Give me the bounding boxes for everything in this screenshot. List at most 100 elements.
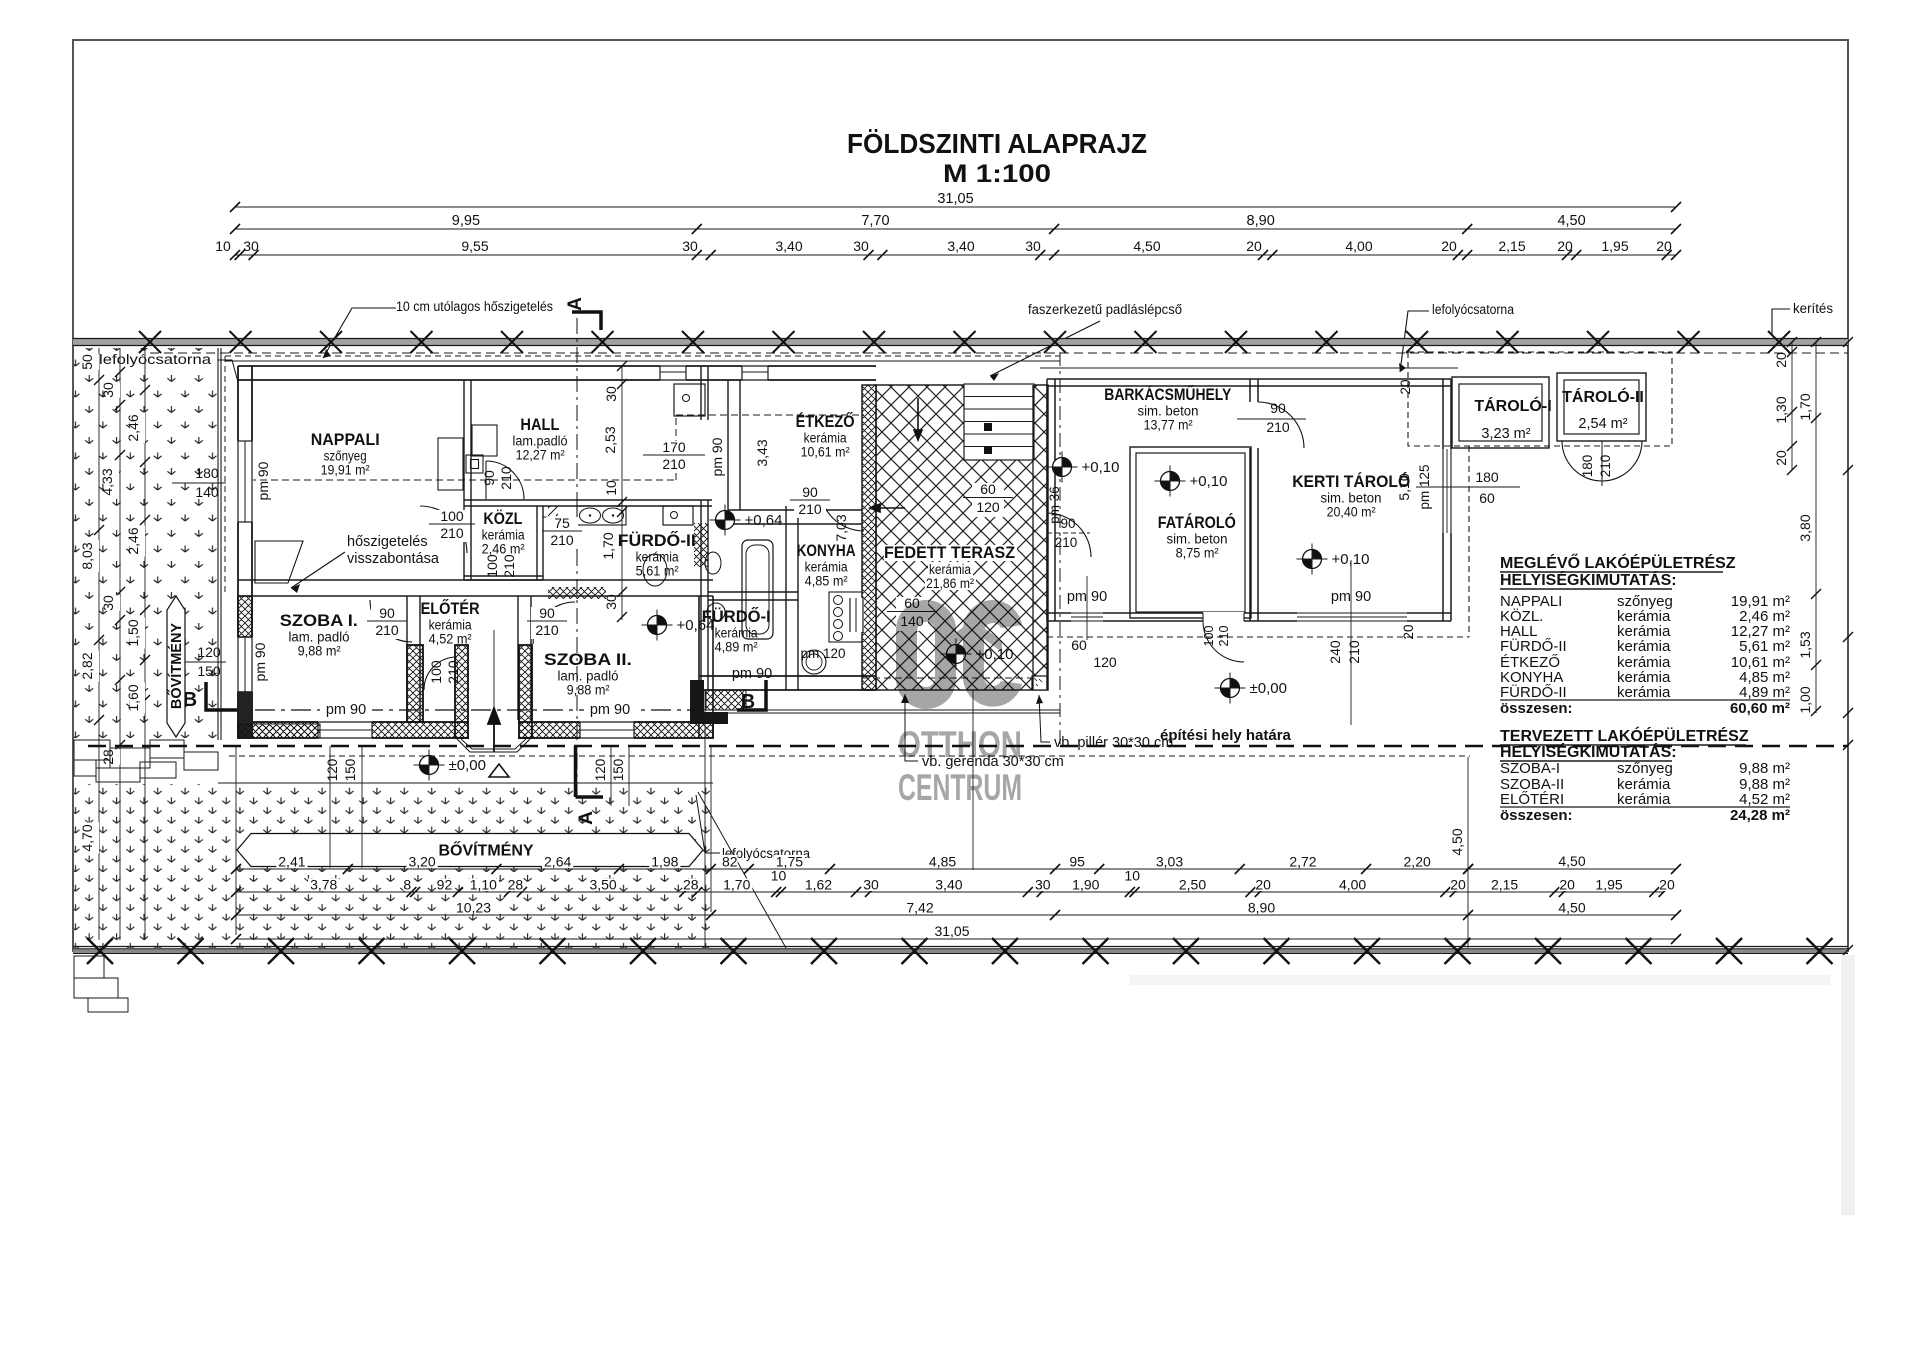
svg-text:20: 20 [1773, 450, 1789, 466]
svg-text:1,00: 1,00 [1797, 686, 1813, 713]
svg-text:ÉTKEZŐ: ÉTKEZŐ [1500, 654, 1560, 671]
svg-text:SZOBA-I: SZOBA-I [1500, 760, 1560, 777]
svg-text:BŐVÍTMÉNY: BŐVÍTMÉNY [167, 623, 185, 710]
svg-text:10,61 m²: 10,61 m² [801, 445, 850, 460]
svg-text:sim. beton: sim. beton [1167, 532, 1228, 547]
svg-text:3,03: 3,03 [1156, 854, 1183, 870]
svg-text:60: 60 [980, 481, 996, 497]
svg-text:20: 20 [1401, 624, 1416, 639]
svg-text:30: 30 [1025, 238, 1041, 254]
svg-text:100: 100 [484, 554, 500, 578]
svg-text:2,46: 2,46 [125, 414, 141, 441]
svg-text:60: 60 [1071, 637, 1087, 653]
svg-text:21,86 m²: 21,86 m² [926, 576, 974, 591]
svg-text:4,50: 4,50 [1133, 238, 1160, 254]
svg-text:FÜRDŐ-II: FÜRDŐ-II [1500, 637, 1567, 655]
svg-text:vb. pillér 30*30 cm: vb. pillér 30*30 cm [1054, 735, 1173, 751]
svg-text:7,70: 7,70 [861, 213, 889, 229]
svg-text:FÖLDSZINTI ALAPRAJZ: FÖLDSZINTI ALAPRAJZ [847, 128, 1147, 159]
svg-text:A: A [576, 811, 597, 825]
svg-text:120: 120 [1093, 654, 1117, 670]
svg-text:4,33: 4,33 [99, 468, 115, 495]
svg-text:8,90: 8,90 [1248, 900, 1275, 916]
svg-text:31,05: 31,05 [937, 191, 973, 207]
svg-text:FÜRDŐ-I: FÜRDŐ-I [702, 607, 771, 626]
svg-text:30: 30 [100, 595, 116, 611]
svg-text:10 cm utólagos hőszigetelés: 10 cm utólagos hőszigetelés [396, 299, 553, 314]
svg-text:pm 90: pm 90 [326, 702, 366, 718]
svg-text:HALL: HALL [1500, 623, 1538, 640]
svg-text:3,43: 3,43 [754, 439, 770, 466]
svg-text:120: 120 [325, 759, 340, 782]
svg-text:28: 28 [508, 877, 524, 893]
svg-text:30: 30 [682, 238, 698, 254]
svg-text:ELŐTÉR: ELŐTÉR [421, 599, 480, 618]
svg-text:4,85: 4,85 [929, 854, 956, 870]
svg-text:2,46: 2,46 [125, 527, 141, 554]
svg-text:KONYHA: KONYHA [797, 541, 856, 560]
svg-text:20: 20 [1659, 877, 1675, 893]
svg-text:pm 90: pm 90 [709, 437, 725, 476]
svg-text:12,27 m²: 12,27 m² [516, 448, 565, 463]
svg-text:SZOBA II.: SZOBA II. [544, 650, 632, 669]
svg-text:5,61 m²: 5,61 m² [636, 564, 679, 579]
svg-text:pm 125: pm 125 [1417, 464, 1432, 509]
svg-text:210: 210 [501, 554, 517, 578]
svg-text:30: 30 [853, 238, 869, 254]
svg-text:kerámia: kerámia [1617, 654, 1671, 671]
svg-text:+0,10: +0,10 [976, 646, 1014, 663]
svg-text:60: 60 [1479, 490, 1495, 506]
svg-text:210: 210 [1266, 419, 1290, 435]
svg-text:2,64: 2,64 [544, 854, 571, 870]
svg-text:9,88 m²: 9,88 m² [567, 683, 610, 698]
svg-text:+0,10: +0,10 [1190, 473, 1228, 490]
svg-text:210: 210 [535, 622, 559, 638]
svg-text:90: 90 [802, 484, 818, 500]
svg-text:31,05: 31,05 [934, 923, 969, 939]
svg-text:20: 20 [1773, 352, 1789, 368]
svg-text:4,50: 4,50 [1558, 853, 1585, 869]
svg-text:4,85 m²: 4,85 m² [805, 574, 848, 589]
svg-text:kerámia: kerámia [1617, 623, 1671, 640]
svg-text:28: 28 [683, 877, 699, 893]
svg-text:20: 20 [1557, 238, 1573, 254]
svg-text:20: 20 [1441, 238, 1457, 254]
svg-text:5,61 m²: 5,61 m² [1739, 638, 1790, 655]
svg-text:19,91 m²: 19,91 m² [1731, 593, 1790, 610]
svg-text:±0,00: ±0,00 [449, 757, 486, 774]
svg-text:1,95: 1,95 [1595, 877, 1622, 893]
svg-text:30: 30 [863, 877, 879, 893]
svg-text:KERTI TÁROLÓ: KERTI TÁROLÓ [1292, 472, 1410, 491]
svg-text:kerámia: kerámia [805, 560, 848, 575]
svg-text:1,62: 1,62 [805, 877, 832, 893]
svg-text:lefolyócsatorna: lefolyócsatorna [99, 352, 212, 367]
svg-text:10: 10 [1124, 868, 1140, 884]
svg-text:sim. beton: sim. beton [1138, 404, 1199, 419]
svg-text:30: 30 [1035, 877, 1051, 893]
svg-text:20: 20 [1656, 238, 1672, 254]
svg-text:19,91 m²: 19,91 m² [321, 463, 370, 478]
svg-text:180: 180 [195, 465, 219, 481]
svg-text:kerítés: kerítés [1793, 301, 1833, 316]
svg-text:2,15: 2,15 [1491, 877, 1518, 893]
svg-text:10,61 m²: 10,61 m² [1731, 654, 1790, 671]
svg-text:SZOBA-II: SZOBA-II [1500, 776, 1564, 793]
svg-text:210: 210 [1217, 626, 1231, 647]
svg-text:210: 210 [1346, 640, 1362, 664]
svg-text:1,98: 1,98 [651, 854, 678, 870]
svg-text:faszerkezetű padláslépcső: faszerkezetű padláslépcső [1028, 302, 1182, 317]
svg-text:HALL: HALL [520, 415, 559, 434]
svg-text:3,23 m²: 3,23 m² [1481, 426, 1530, 442]
svg-text:CENTRUM: CENTRUM [898, 767, 1022, 808]
svg-text:100: 100 [428, 660, 444, 684]
svg-text:8: 8 [403, 877, 411, 893]
svg-text:3,20: 3,20 [408, 854, 435, 870]
svg-text:visszabontása: visszabontása [347, 551, 440, 567]
svg-text:pm 36: pm 36 [1047, 486, 1062, 524]
svg-text:210: 210 [798, 501, 822, 517]
svg-text:pm 90: pm 90 [255, 461, 271, 500]
svg-text:kerámia: kerámia [1617, 608, 1671, 625]
svg-text:4,00: 4,00 [1339, 877, 1366, 893]
svg-text:5,10: 5,10 [1396, 473, 1412, 500]
svg-text:1,75: 1,75 [776, 854, 803, 870]
